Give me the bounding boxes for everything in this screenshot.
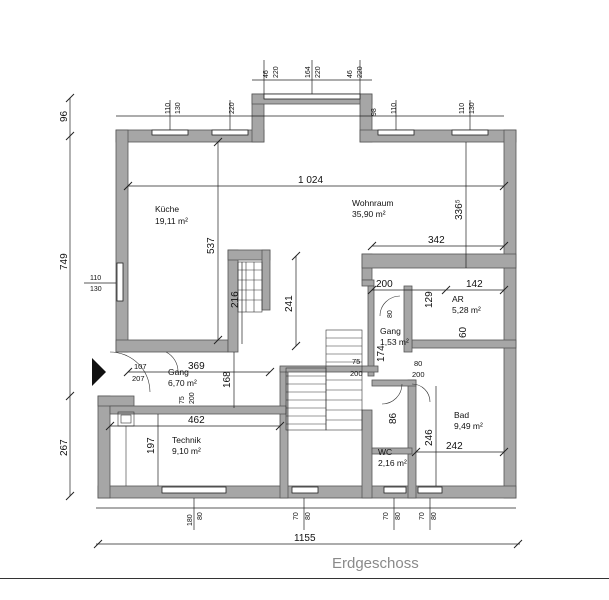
room-name-wohnraum: Wohnraum <box>352 198 393 208</box>
dim-246: 246 <box>424 429 435 446</box>
dim-top-220: 220 <box>229 102 236 114</box>
dim-200b: 200 <box>350 369 363 378</box>
dim-bot-70-c: 70 <box>419 512 426 520</box>
dim-win-130: 130 <box>90 286 102 293</box>
dim-bay-220-left: 220 <box>273 66 280 78</box>
room-area-gang-upper: 1,53 m² <box>380 337 409 347</box>
dim-bay-164: 164 <box>305 66 312 78</box>
dim-left-267: 267 <box>59 439 70 456</box>
dim-bay-46-left: 46 <box>263 70 270 78</box>
dim-174: 174 <box>376 345 387 362</box>
dim-inner-width: 1 024 <box>298 175 323 186</box>
dim-129: 129 <box>424 291 435 308</box>
dim-top-110: 110 <box>165 103 172 114</box>
dim-168: 168 <box>222 371 233 388</box>
room-area-ar: 5,28 m² <box>452 305 481 315</box>
dim-top-110-r2: 110 <box>459 103 466 114</box>
dim-bot-80-a: 80 <box>197 512 204 520</box>
dim-win-110: 110 <box>90 275 101 282</box>
dim-ar-80: 80 <box>387 310 394 318</box>
room-labels: Küche 19,11 m² Wohnraum 35,90 m² AR 5,28… <box>155 198 483 468</box>
dim-bot-80-c: 80 <box>395 512 402 520</box>
dim-left-96: 96 <box>59 110 70 122</box>
entrance-arrow-icon <box>92 358 106 386</box>
dim-bot-80-b: 80 <box>305 512 312 520</box>
room-name-bad: Bad <box>454 410 469 420</box>
dim-bot-70-a: 70 <box>293 512 300 520</box>
dim-top-130-r2: 130 <box>469 102 476 114</box>
dim-86: 86 <box>388 412 399 424</box>
dim-bay-220-right: 220 <box>357 66 364 78</box>
dim-142: 142 <box>466 279 483 290</box>
room-area-wc: 2,16 m² <box>378 458 407 468</box>
room-name-wc: WC <box>378 447 392 457</box>
dim-75: 75 <box>352 357 360 366</box>
room-name-kueche: Küche <box>155 204 179 214</box>
dim-241: 241 <box>284 295 295 312</box>
room-name-technik: Technik <box>172 435 202 445</box>
dim-60: 60 <box>458 326 469 338</box>
dim-200: 200 <box>376 279 393 290</box>
dim-242: 242 <box>446 441 463 452</box>
room-area-technik: 9,10 m² <box>172 446 201 456</box>
technik-fixture <box>117 411 135 486</box>
dim-gang-75: 75 <box>179 396 186 404</box>
dim-197: 197 <box>146 437 157 454</box>
dim-bot-180: 180 <box>187 514 194 526</box>
room-name-ar: AR <box>452 294 464 304</box>
dim-bay-98: 98 <box>371 108 378 116</box>
room-area-wohnraum: 35,90 m² <box>352 209 386 219</box>
room-name-gang-lower: Gang <box>168 367 189 377</box>
dim-total-height: 749 <box>59 253 70 270</box>
dim-336: 336⁵ <box>454 199 465 220</box>
door-swings <box>109 295 431 405</box>
dim-369: 369 <box>188 361 205 372</box>
dim-200c: 200 <box>412 370 425 379</box>
dim-bay-46-right: 46 <box>347 70 354 78</box>
room-area-kueche: 19,11 m² <box>155 216 188 226</box>
dimension-labels: 1 024 1155 749 96 267 537 216 241 336⁵ 3… <box>59 66 483 544</box>
dim-80: 80 <box>414 359 422 368</box>
staircase-main <box>285 329 363 431</box>
dim-door-207: 207 <box>132 374 145 383</box>
dim-top-130: 130 <box>175 102 182 114</box>
dim-total-width: 1155 <box>294 533 316 544</box>
dim-top-110-r1: 110 <box>391 103 398 114</box>
dim-gang-200: 200 <box>189 392 196 404</box>
room-area-gang-lower: 6,70 m² <box>168 378 197 388</box>
dim-door-107: 107 <box>134 362 147 371</box>
interior-walls <box>109 249 517 499</box>
dim-bot-80-d: 80 <box>431 512 438 520</box>
dim-342: 342 <box>428 235 445 246</box>
staircase-upper <box>237 261 263 313</box>
dim-bot-70-b: 70 <box>383 512 390 520</box>
windows-top <box>116 93 489 494</box>
dim-537: 537 <box>206 237 217 254</box>
dim-462: 462 <box>188 415 205 426</box>
bottom-divider <box>0 578 609 579</box>
dim-bay-220-mid: 220 <box>315 66 322 78</box>
room-area-bad: 9,49 m² <box>454 421 483 431</box>
floor-title: Erdgeschoss <box>332 555 419 572</box>
dimension-lines <box>65 60 523 549</box>
room-name-gang-upper: Gang <box>380 326 401 336</box>
dim-216: 216 <box>230 291 241 308</box>
